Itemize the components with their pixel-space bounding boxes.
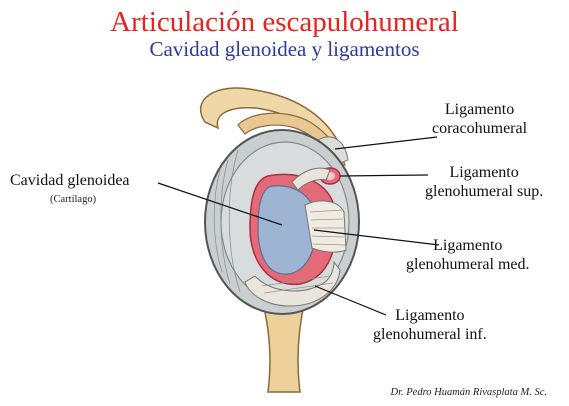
label-glenohumeral-med: Ligamento glenohumeral med. xyxy=(406,236,530,274)
label-coracohumeral: Ligamento coracohumeral xyxy=(432,100,527,138)
label-gh-sup-line2: glenohumeral sup. xyxy=(425,182,543,201)
label-gh-sup-line1: Ligamento xyxy=(425,163,543,182)
label-coracohumeral-line1: Ligamento xyxy=(432,100,527,119)
label-glenoid-sub: (Cartílago) xyxy=(50,194,96,205)
author-credit: Dr. Pedro Huamán Rivasplata M. Sc. xyxy=(390,387,547,398)
label-glenoid-cavity: Cavidad glenoidea xyxy=(10,171,130,190)
label-glenohumeral-inf: Ligamento glenohumeral inf. xyxy=(373,306,487,344)
label-gh-med-line2: glenohumeral med. xyxy=(406,255,530,274)
label-gh-inf-line2: glenohumeral inf. xyxy=(373,325,487,344)
page-subtitle: Cavidad glenoidea y ligamentos xyxy=(0,37,569,61)
glenoid-cavity xyxy=(258,186,316,274)
label-glenohumeral-sup: Ligamento glenohumeral sup. xyxy=(425,163,543,201)
leader-line-gh-sup xyxy=(340,175,428,176)
label-glenoid-main: Cavidad glenoidea xyxy=(10,171,130,190)
label-coracohumeral-line2: coracohumeral xyxy=(432,119,527,138)
leader-line-coracohumeral xyxy=(335,137,437,149)
label-gh-inf-line1: Ligamento xyxy=(373,306,487,325)
page-title: Articulación escapulohumeral xyxy=(0,6,569,38)
label-gh-med-line1: Ligamento xyxy=(406,236,530,255)
